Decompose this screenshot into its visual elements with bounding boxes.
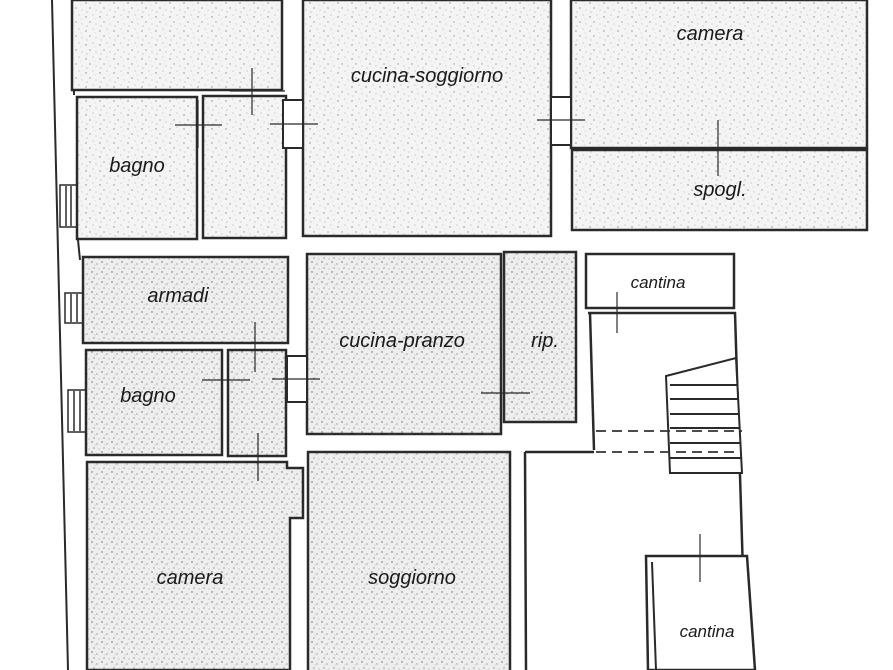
stair-landing (523, 311, 748, 670)
staircase (664, 356, 744, 474)
room-spogl: spogl. (570, 148, 869, 232)
room-label: cantina (680, 622, 735, 641)
room-armadi: armadi (81, 255, 290, 345)
room-label: armadi (147, 285, 209, 307)
room-soggiorno: soggiorno (306, 450, 512, 670)
window-left-2 (64, 292, 86, 324)
room-label: spogl. (693, 179, 746, 201)
room-cucina-pranzo: cucina-pranzo (305, 252, 503, 436)
room-cucina-soggiorno: cucina-soggiorno (301, 0, 553, 238)
room-corridor-lower (226, 348, 288, 458)
room-label: cucina-pranzo (339, 330, 465, 352)
room-label: camera (157, 567, 224, 589)
room-label: cucina-soggiorno (351, 65, 503, 87)
window-left-1 (59, 184, 79, 228)
room-label: rip. (531, 330, 559, 352)
room-cantina-lower: cantina (644, 554, 757, 670)
room-corridor-upper (201, 94, 288, 240)
room-label: soggiorno (368, 567, 456, 589)
room-camera-lower: camera (85, 460, 305, 670)
room-label: camera (677, 23, 744, 45)
room-upper-left-top (70, 0, 284, 92)
window-left-3 (67, 389, 89, 433)
room-label: cantina (631, 273, 686, 292)
room-label: bagno (120, 385, 176, 407)
door-markers-lower (202, 292, 701, 582)
room-label: bagno (109, 155, 165, 177)
room-cantina-upper: cantina (584, 252, 736, 310)
room-bagno-upper: bagno (75, 95, 199, 241)
room-rip: rip. (502, 250, 578, 424)
door-markers-upper (175, 68, 719, 176)
room-camera-upper: camera (569, 0, 869, 150)
room-bagno-lower: bagno (84, 348, 224, 457)
